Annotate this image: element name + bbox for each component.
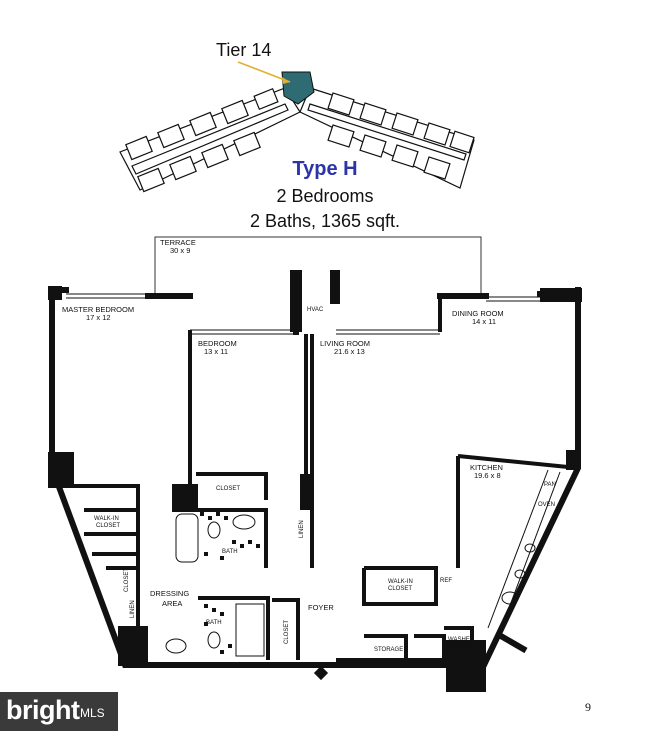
building-left-wing-corridor bbox=[131, 103, 289, 175]
living-room-name: LIVING ROOM bbox=[320, 339, 370, 348]
tier-arrow-head bbox=[282, 77, 290, 84]
walkin-closet-foyer-line1: WALK-IN bbox=[388, 579, 413, 585]
ref-label: REF bbox=[440, 578, 452, 584]
walkin-closet-master-line1: WALK-IN bbox=[94, 516, 119, 522]
bath-ensuite-label: BATH bbox=[206, 620, 222, 626]
washer-label-line2: DRYER bbox=[451, 644, 473, 650]
page-number: 9 bbox=[585, 700, 591, 714]
bedroom-closet-label: CLOSET bbox=[216, 486, 240, 492]
master-bedroom-dims: 17 x 12 bbox=[86, 313, 111, 322]
bathtub-main bbox=[175, 513, 199, 563]
toilet-ensuite bbox=[207, 631, 221, 649]
terrace-outline bbox=[154, 236, 482, 296]
kitchen-name: KITCHEN bbox=[470, 463, 503, 472]
wall-left-outer bbox=[49, 287, 449, 668]
terrace-dims: 30 x 9 bbox=[170, 246, 190, 255]
building-right-wing-corridor bbox=[307, 103, 467, 161]
bright-mls-logo: bright MLS bbox=[0, 692, 118, 731]
pan-label: PAN bbox=[544, 482, 556, 488]
bath-main-label: BATH bbox=[222, 549, 238, 555]
bedroom-dims: 13 x 11 bbox=[204, 347, 228, 356]
dining-room-name: DINING ROOM bbox=[452, 309, 504, 318]
linen-label-hall: LINEN bbox=[299, 520, 305, 538]
sink-ensuite bbox=[165, 638, 187, 654]
hvac-label: HVAC bbox=[307, 307, 324, 313]
tier-arrow bbox=[237, 61, 291, 83]
toilet-main bbox=[207, 521, 221, 539]
foyer-label: FOYER bbox=[308, 603, 334, 612]
closet-label-dressing: CLOSET bbox=[124, 568, 130, 592]
shower-ensuite bbox=[235, 603, 265, 657]
washer-label-line1: WASHER bbox=[448, 637, 475, 643]
tier-14-unit-marker bbox=[281, 71, 315, 105]
storage-label: STORAGE bbox=[374, 647, 403, 653]
linen-label-dressing: LINEN bbox=[130, 600, 136, 618]
sink-main bbox=[232, 514, 256, 530]
logo-brand: bright bbox=[6, 695, 80, 725]
dining-room-dims: 14 x 11 bbox=[472, 317, 496, 326]
kitchen-dims: 19.6 x 8 bbox=[474, 471, 501, 480]
unit-type-label: Type H bbox=[292, 158, 358, 180]
oven-label: OVEN bbox=[538, 502, 555, 508]
dressing-area-line1: DRESSING bbox=[150, 589, 189, 598]
terrace-name: TERRACE bbox=[160, 238, 196, 247]
walkin-closet-foyer-line2: CLOSET bbox=[388, 586, 412, 592]
tier-label: Tier 14 bbox=[216, 40, 272, 60]
dressing-area-line2: AREA bbox=[162, 599, 182, 608]
master-bedroom-name: MASTER BEDROOM bbox=[62, 305, 134, 314]
baths-sqft-label: 2 Baths, 1365 sqft. bbox=[249, 211, 401, 231]
living-room-dims: 21.6 x 13 bbox=[334, 347, 365, 356]
logo-suffix: MLS bbox=[80, 706, 105, 720]
bedroom-name: BEDROOM bbox=[198, 339, 237, 348]
bedrooms-label: 2 Bedrooms bbox=[276, 186, 374, 206]
walkin-closet-master-line2: CLOSET bbox=[96, 523, 120, 529]
closet-label-foyer: CLOSET bbox=[284, 620, 290, 644]
